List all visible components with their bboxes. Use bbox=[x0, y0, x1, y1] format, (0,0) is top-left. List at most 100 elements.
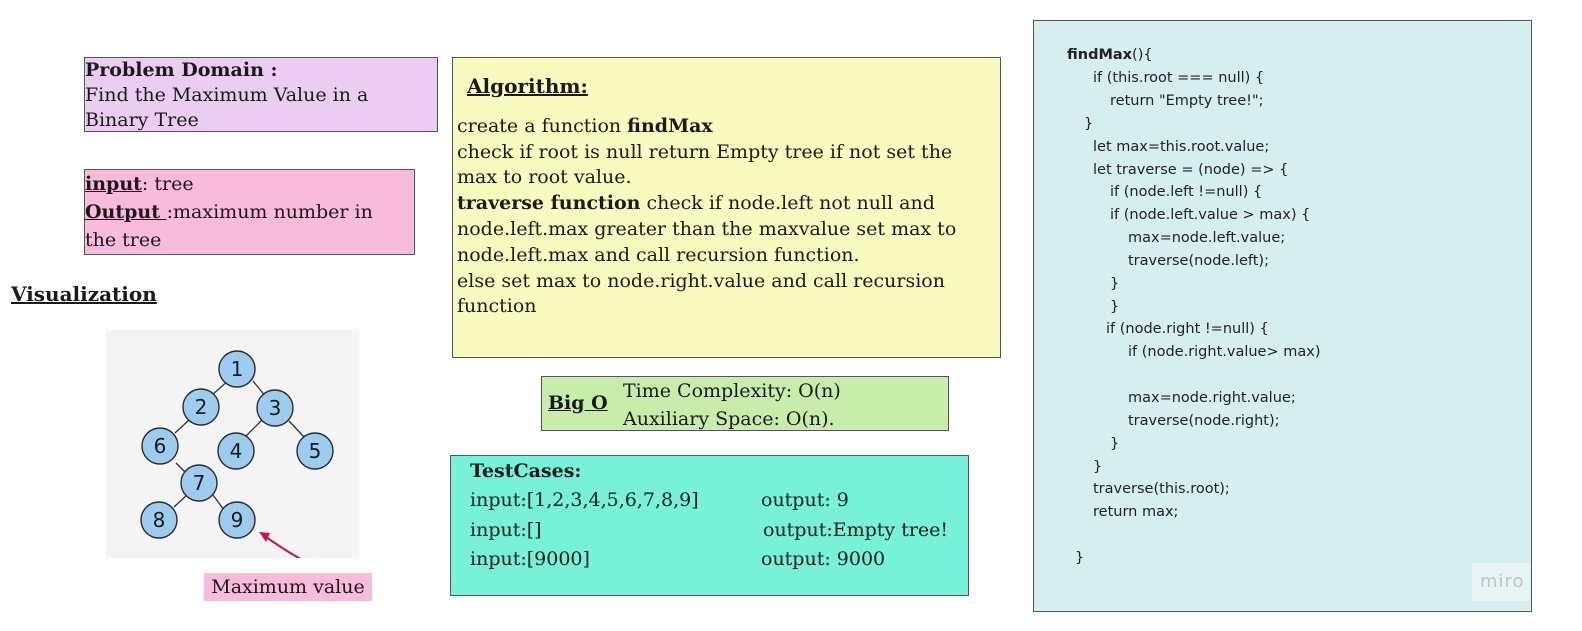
code-line-5: let traverse = (node) => { bbox=[1093, 162, 1289, 178]
edge-7-9 bbox=[212, 494, 225, 511]
tree-node-label: 8 bbox=[153, 508, 166, 532]
test-cases-card[interactable]: TestCases: input:[1,2,3,4,5,6,7,8,9] out… bbox=[450, 455, 969, 596]
tree-node-6: 6 bbox=[141, 427, 179, 465]
tree-edges bbox=[173, 379, 306, 511]
algorithm-line-8: function bbox=[457, 295, 537, 318]
tree-node-circle bbox=[296, 432, 334, 470]
tree-node-label: 2 bbox=[195, 395, 208, 419]
code-line-14: max=node.right.value; bbox=[1128, 390, 1296, 406]
code-line-20: } bbox=[1075, 550, 1085, 566]
code-line-6: if (node.left !=null) { bbox=[1110, 184, 1263, 200]
edge-7-8 bbox=[173, 493, 189, 508]
code-line-11: } bbox=[1110, 299, 1120, 315]
test-case-row: input:[] output:Empty tree! bbox=[470, 519, 960, 547]
tree-node-3: 3 bbox=[256, 389, 294, 427]
output-label: Output bbox=[85, 201, 167, 223]
algorithm-line-2: check if root is null return Empty tree … bbox=[457, 140, 953, 163]
time-complexity: Time Complexity: O(n) bbox=[623, 380, 841, 402]
test-case-input: input:[1,2,3,4,5,6,7,8,9] bbox=[470, 489, 699, 511]
test-case-output: output: 9 bbox=[761, 489, 849, 511]
max-value-arrowhead bbox=[259, 532, 270, 542]
tree-node-circle bbox=[180, 464, 218, 502]
output-line: Output :maximum number in bbox=[85, 198, 414, 226]
problem-domain-card[interactable]: Problem Domain : Find the Maximum Value … bbox=[84, 57, 438, 132]
tree-node-circle bbox=[218, 350, 256, 388]
big-o-label: Big O bbox=[548, 392, 608, 414]
tree-node-circle bbox=[182, 388, 220, 426]
tree-node-label: 6 bbox=[154, 434, 167, 458]
code-line-9: traverse(node.left); bbox=[1128, 253, 1269, 269]
algorithm-line-6: node.left.max and call recursion functio… bbox=[457, 243, 860, 266]
code-line-19: return max; bbox=[1093, 504, 1179, 520]
code-line-0: findMax(){ bbox=[1067, 47, 1153, 63]
input-output-card[interactable]: input: tree Output :maximum number in th… bbox=[84, 169, 415, 255]
algorithm-line-3: max to root value. bbox=[457, 166, 632, 189]
code-line-10: } bbox=[1110, 276, 1120, 292]
tree-node-5: 5 bbox=[296, 432, 334, 470]
tree-node-circle bbox=[217, 432, 255, 470]
findmax-keyword: findMax bbox=[627, 114, 713, 137]
max-value-arrow bbox=[262, 534, 321, 565]
tree-node-circle bbox=[141, 427, 179, 465]
big-o-card[interactable]: Big O Time Complexity: O(n) Auxiliary Sp… bbox=[541, 376, 949, 431]
binary-tree-diagram: 12 3 6 4 5 7 8 9 bbox=[140, 350, 334, 565]
tree-node-4: 4 bbox=[217, 432, 255, 470]
code-function-name: findMax bbox=[1067, 47, 1133, 63]
code-line-4: let max=this.root.value; bbox=[1093, 139, 1270, 155]
code-card[interactable]: findMax(){ if (this.root === null) { ret… bbox=[1033, 20, 1532, 612]
tree-node-1: 1 bbox=[218, 350, 256, 388]
code-line-12: if (node.right !=null) { bbox=[1106, 321, 1269, 337]
algorithm-line-4: traverse function check if node.left not… bbox=[457, 192, 935, 215]
tree-node-label: 7 bbox=[193, 471, 206, 495]
code-line-2: return "Empty tree!"; bbox=[1110, 93, 1264, 109]
code-line-7: if (node.left.value > max) { bbox=[1110, 207, 1311, 223]
algorithm-card[interactable]: Algorithm: create a function findMax che… bbox=[452, 57, 1001, 358]
miro-watermark: miro bbox=[1472, 563, 1530, 601]
space-complexity: Auxiliary Space: O(n). bbox=[623, 408, 835, 430]
test-case-row: input:[1,2,3,4,5,6,7,8,9] output: 9 bbox=[470, 489, 960, 517]
tree-node-7: 7 bbox=[180, 464, 218, 502]
edge-3-4 bbox=[245, 418, 264, 437]
test-case-row: input:[9000] output: 9000 bbox=[470, 548, 960, 576]
maximum-value-annotation: Maximum value bbox=[204, 573, 372, 601]
test-case-input: input:[9000] bbox=[470, 548, 590, 570]
problem-domain-text-1: Find the Maximum Value in a bbox=[85, 84, 369, 106]
code-line-15: traverse(node.right); bbox=[1128, 413, 1280, 429]
code-line-1: if (this.root === null) { bbox=[1093, 70, 1265, 86]
algorithm-line-1: create a function findMax bbox=[457, 114, 713, 137]
tree-node-circle bbox=[256, 389, 294, 427]
traverse-keyword: traverse function bbox=[457, 192, 641, 215]
tree-node-label: 4 bbox=[230, 439, 243, 463]
algorithm-line-7: else set max to node.right.value and cal… bbox=[457, 269, 945, 292]
output-value-1: :maximum number in bbox=[166, 201, 373, 223]
input-label: input bbox=[85, 173, 142, 195]
edge-2-6 bbox=[174, 419, 190, 434]
tree-node-label: 9 bbox=[231, 508, 244, 532]
code-line-8: max=node.left.value; bbox=[1128, 230, 1286, 246]
code-line-17: } bbox=[1093, 459, 1103, 475]
tree-node-9: 9 bbox=[218, 501, 256, 539]
tree-node-2: 2 bbox=[182, 388, 220, 426]
problem-domain-text-2: Binary Tree bbox=[85, 109, 199, 131]
test-cases-title: TestCases: bbox=[470, 460, 582, 482]
algorithm-line-5: node.left.max greater than the maxvalue … bbox=[457, 217, 957, 240]
problem-domain-heading: Problem Domain : bbox=[85, 59, 278, 81]
edge-6-7 bbox=[175, 462, 187, 474]
test-case-output: output: 9000 bbox=[761, 548, 886, 570]
tree-node-label: 1 bbox=[231, 357, 244, 381]
tree-node-circle bbox=[140, 501, 178, 539]
algorithm-title: Algorithm: bbox=[467, 74, 588, 98]
code-line-3: } bbox=[1084, 116, 1094, 132]
edge-3-5 bbox=[288, 420, 306, 439]
code-line-18: traverse(this.root); bbox=[1093, 481, 1230, 497]
test-case-output: output:Empty tree! bbox=[763, 519, 949, 541]
code-line-16: } bbox=[1110, 436, 1120, 452]
visualization-title: Visualization bbox=[11, 282, 157, 306]
input-value: : tree bbox=[141, 173, 194, 195]
code-line-13: if (node.right.value> max) bbox=[1128, 344, 1321, 360]
tree-node-label: 5 bbox=[309, 439, 322, 463]
test-case-input: input:[] bbox=[470, 519, 542, 541]
output-value-2: the tree bbox=[85, 229, 162, 251]
input-line: input: tree bbox=[85, 170, 414, 198]
